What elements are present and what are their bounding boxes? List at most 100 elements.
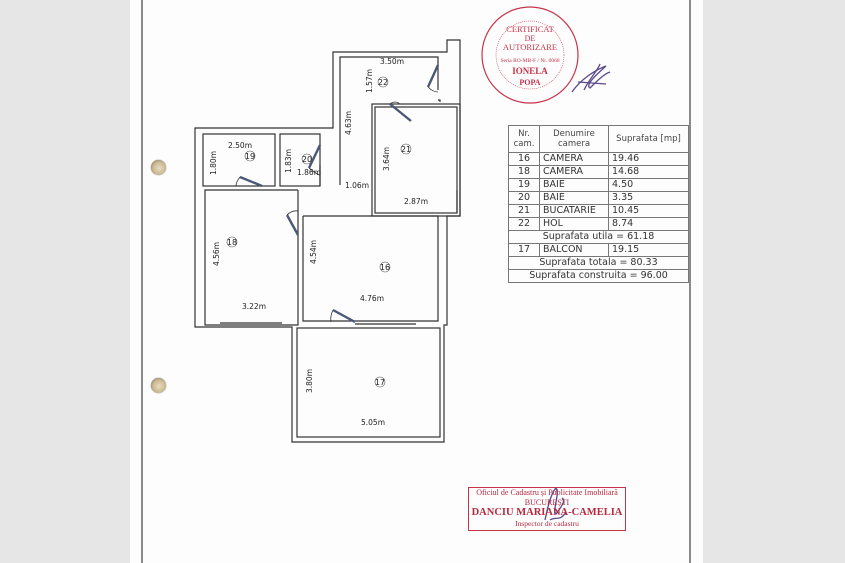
room-circle [301,153,313,165]
inspector-name: DANCIU MARIANA-CAMELIA [471,507,623,518]
cell-name: BAIE [539,191,609,205]
dim-21-width: 2.87m [404,197,428,206]
cell-no: 17 [508,243,540,257]
door-arc [389,101,401,105]
cell-name: HOL [539,217,609,231]
room-18-wall [204,189,299,326]
dim-17-width: 5.05m [361,418,385,427]
room-number-21: 21 [401,145,411,154]
dim-21-height: 3.64m [382,147,391,171]
cell-no: 20 [508,191,540,205]
cell-area: 4.50 [608,178,689,192]
door [426,64,440,88]
dim-16-height: 4.54m [309,240,318,264]
suprafata-totala: Suprafata totala = 80.33 [508,256,689,270]
cell-name: BAIE [539,178,609,192]
cell-no: 16 [508,152,540,166]
signature-icon [571,63,611,93]
office-stamp: Oficiul de Cadastru și Publicitate Imobi… [468,487,626,531]
office-city: BUCUREȘTI [524,498,570,507]
dim-16-width: 4.76m [360,294,384,303]
cell-no: 21 [508,204,540,218]
door-arc [308,167,321,176]
room-number-circles [226,76,412,388]
room-19-wall [202,133,276,187]
page-edge-right [689,0,691,563]
door-arc [427,86,439,93]
room-circle [377,76,389,88]
totala-row: Suprafata totala = 80.33 [508,256,689,270]
stamp-title: CERTIFICAT [506,24,554,34]
stamp-name2: POPA [519,78,540,87]
room-circle [400,143,412,155]
room-number-20: 20 [302,155,312,164]
hall-wall [339,56,439,185]
cell-name: CAMERA [539,152,609,166]
dim-18-width: 3.22m [242,302,266,311]
suprafata-utila: Suprafata utila = 61.18 [508,230,689,244]
stamp-inner-ring [495,20,565,90]
suprafata-construita: Suprafata construita = 96.00 [508,269,689,283]
area-table: Nr. cam. Denumire camera Suprafata [mp] … [508,125,689,283]
stamp-ring [481,6,579,104]
door [307,144,322,169]
doors [239,64,440,324]
door [285,214,300,236]
cell-name: BUCATARIE [539,204,609,218]
cell-area: 3.35 [608,191,689,205]
room-number-17: 17 [375,378,385,387]
door [389,103,412,122]
room-number-22: 22 [378,78,388,87]
dim-20-width: 1.86m [297,168,321,177]
door-swings [235,86,439,323]
door-arc [286,210,299,216]
dim-22-b: 4.63m [344,111,353,135]
cell-area: 14.68 [608,165,689,179]
room-17-wall [296,327,441,438]
cell-no: 18 [508,165,540,179]
cell-no: 19 [508,178,540,192]
stamp-name1: IONELA [512,66,548,76]
cell-area: 19.46 [608,152,689,166]
office-name: Oficiul de Cadastru și Publicitate Imobi… [476,488,618,497]
cell-no: 22 [508,217,540,231]
dim-19-height: 1.80m [209,151,218,175]
walls [194,39,461,443]
room-circle [374,376,386,388]
room-number-16: 16 [380,263,390,272]
punch-hole-icon [151,378,166,393]
dim-20-height: 1.83m [284,149,293,173]
door-arc [235,176,241,187]
header-nr: Nr. cam. [508,125,540,153]
room-circle [226,236,238,248]
cell-name: BALCON [539,243,609,257]
certificate-stamp: CERTIFICAT DE AUTORIZARE Seria RO-MB-F /… [481,6,579,104]
room-circle [379,261,391,273]
dim-22-a: 1.57m [365,69,374,93]
dim-22-width: 3.50m [380,57,404,66]
dim-17-height: 3.80m [305,369,314,393]
header-name: Denumire camera [539,125,609,153]
door [332,308,356,324]
dim-19-width: 2.50m [228,141,252,150]
room-number-18: 18 [227,238,237,247]
stamp-line2: DE [525,34,536,43]
room-16-wall [302,215,439,322]
table-header: Nr. cam. Denumire camera Suprafata [mp] [508,125,689,153]
stamp-series: Seria RO-MB-F / Nr. 0068 [500,58,559,64]
signature-icon [544,486,567,521]
door-arc [330,309,334,323]
room-20-wall [279,133,321,187]
punch-hole-icon [151,160,166,175]
room-circle [244,150,256,162]
utila-row: Suprafata utila = 61.18 [508,230,689,244]
room-number-19: 19 [245,152,255,161]
